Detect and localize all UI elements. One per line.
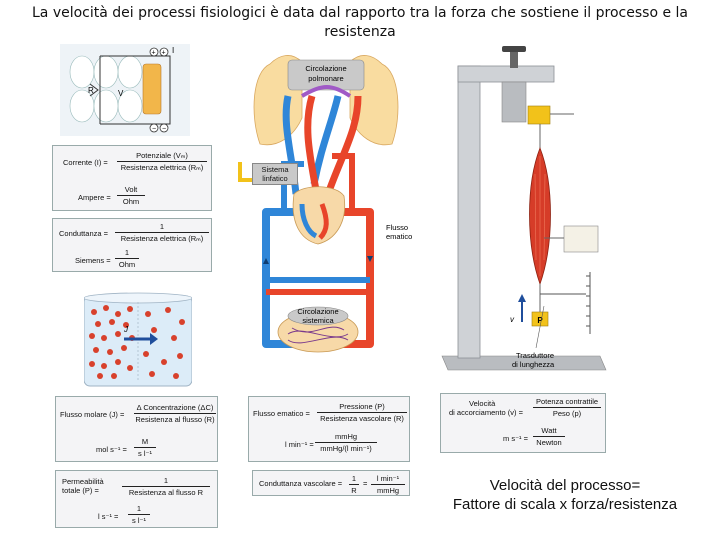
- vascular-conductance-eq-equals: =: [363, 479, 368, 488]
- current-formula-box: Corrente (I) = Potenziale (Vₘ) Resistenz…: [52, 145, 212, 211]
- molar-flux-eq-num: Δ Concentrazione (ΔC): [134, 403, 216, 414]
- conductance-eq-num: 1: [115, 222, 209, 233]
- vascular-conductance-eq-num-2: l min⁻¹: [371, 474, 405, 485]
- conductance-formula-box: Conduttanza = 1 Resistenza elettrica (Rₘ…: [52, 218, 212, 272]
- shortening-velocity-formula-box: Velocità di accorciamento (v) = Potenza …: [440, 393, 606, 453]
- pulmonary-label-2: polmonare: [308, 74, 343, 83]
- lmin-eq-fraction: mmHg mmHg/(l min⁻¹): [315, 432, 377, 453]
- current-eq-num: Potenziale (Vₘ): [117, 151, 207, 162]
- permeability-eq-lhs-1: Permeabilità: [62, 477, 104, 486]
- lmin-eq-lhs: l min⁻¹ =: [285, 440, 314, 449]
- ls-unit-eq-num: 1: [128, 504, 150, 515]
- blood-flow-formula-box: Flusso ematico = Pressione (P) Resistenz…: [248, 396, 410, 462]
- siemens-eq-den: Ohm: [118, 260, 136, 269]
- velocity-eq-lhs-2: di accorciamento (v) =: [449, 408, 523, 417]
- velocity-eq-fraction: Potenza contrattile Peso (p): [533, 397, 601, 418]
- summary-caption-line-2: Fattore di scala x forza/resistenza: [452, 496, 678, 513]
- vascular-conductance-formula-box: Conduttanza vascolare = 1 R = l min⁻¹ mm…: [252, 470, 410, 496]
- permeability-eq-lhs-2: totale (P) =: [62, 486, 99, 495]
- siemens-eq-num: 1: [115, 248, 139, 259]
- circuit-diagram: + + −− R V I: [60, 44, 190, 136]
- page-title: La velocità dei processi fisiologici è d…: [31, 5, 688, 40]
- flux-label: J: [123, 325, 129, 334]
- permeability-eq-den: Resistenza al flusso R: [128, 488, 204, 497]
- weight-label: P: [537, 316, 543, 325]
- mol-unit-eq-lhs: mol s⁻¹ =: [96, 445, 127, 454]
- systemic-label-1: Circolazione: [297, 307, 338, 316]
- resistor-label: R: [88, 86, 94, 95]
- molar-flux-eq-fraction: Δ Concentrazione (ΔC) Resistenza al flus…: [134, 403, 216, 424]
- muscle-apparatus: P v Trasduttore di lunghezza: [441, 46, 607, 371]
- blood-flow-label-1: Flusso: [386, 223, 408, 232]
- ms-unit-eq-lhs: m s⁻¹ =: [503, 434, 529, 443]
- velocity-eq-lhs-1: Velocità: [469, 399, 496, 408]
- ampere-eq-fraction: Volt Ohm: [117, 185, 145, 206]
- velocity-eq-num: Potenza contrattile: [533, 397, 601, 408]
- svg-text:+: +: [152, 50, 156, 57]
- lmin-eq-den: mmHg/(l min⁻¹): [320, 444, 372, 453]
- current-eq-lhs: Corrente (I) =: [63, 158, 108, 167]
- molar-flux-formula-box: Flusso molare (J) = Δ Concentrazione (ΔC…: [55, 396, 218, 462]
- conductance-eq-lhs: Conduttanza =: [59, 229, 108, 238]
- siemens-eq-fraction: 1 Ohm: [115, 248, 139, 269]
- blood-flow-eq-fraction: Pressione (P) Resistenza vascolare (R): [317, 402, 407, 423]
- transducer-label-1: Trasduttore: [516, 351, 554, 360]
- transducer-label-2: di lunghezza: [512, 360, 555, 369]
- mol-unit-eq-den: s l⁻¹: [138, 449, 152, 458]
- vascular-conductance-eq-fraction: 1 R: [349, 474, 359, 495]
- svg-text:−: −: [162, 126, 166, 133]
- vascular-conductance-eq-den: R: [351, 486, 357, 495]
- velocity-eq-den: Peso (p): [552, 409, 582, 418]
- conductance-eq-fraction: 1 Resistenza elettrica (Rₘ): [115, 222, 209, 243]
- ms-unit-eq-num: Watt: [533, 426, 565, 437]
- molar-flux-eq-den: Resistenza al flusso (R): [135, 415, 215, 424]
- pulmonary-label-1: Circolazione: [305, 64, 346, 73]
- svg-text:−: −: [152, 126, 156, 133]
- blood-flow-eq-lhs: Flusso ematico =: [253, 409, 310, 418]
- ls-unit-eq-fraction: 1 s l⁻¹: [128, 504, 150, 525]
- blood-flow-eq-den: Resistenza vascolare (R): [320, 414, 404, 423]
- ms-unit-eq-fraction: Watt Newton: [533, 426, 565, 447]
- permeability-formula-box: Permeabilità totale (P) = 1 Resistenza a…: [55, 470, 218, 528]
- ls-unit-eq-lhs: l s⁻¹ =: [98, 512, 119, 521]
- svg-text:+: +: [162, 50, 166, 57]
- circulation-diagram: Circolazione polmonare Circolazione sist…: [238, 55, 412, 353]
- ampere-eq-den: Ohm: [122, 197, 140, 206]
- permeability-eq-fraction: 1 Resistenza al flusso R: [122, 476, 210, 497]
- velocity-label: v: [510, 315, 515, 324]
- voltage-label: V: [118, 89, 124, 98]
- ms-unit-eq-den: Newton: [536, 438, 562, 447]
- systemic-label-2: sistemica: [302, 316, 334, 325]
- vascular-conductance-eq-lhs: Conduttanza vascolare =: [259, 479, 343, 488]
- current-label: I: [172, 46, 174, 55]
- current-eq-fraction: Potenziale (Vₘ) Resistenza elettrica (Rₘ…: [117, 151, 207, 172]
- conductance-eq-den: Resistenza elettrica (Rₘ): [120, 234, 204, 243]
- lymph-label-2: linfatico: [262, 174, 288, 183]
- mol-unit-eq-fraction: M s l⁻¹: [134, 437, 156, 458]
- summary-caption-line-1: Velocità del processo=: [489, 477, 641, 494]
- vascular-conductance-eq-num: 1: [349, 474, 359, 485]
- blood-flow-label-2: ematico: [386, 232, 412, 241]
- permeability-eq-num: 1: [122, 476, 210, 487]
- current-eq-den: Resistenza elettrica (Rₘ): [120, 163, 204, 172]
- ls-unit-eq-den: s l⁻¹: [132, 516, 146, 525]
- siemens-eq-lhs: Siemens =: [75, 256, 111, 265]
- ampere-eq-lhs: Ampere =: [78, 193, 111, 202]
- molar-flux-eq-lhs: Flusso molare (J) =: [60, 410, 125, 419]
- blood-flow-eq-num: Pressione (P): [317, 402, 407, 413]
- summary-caption: Velocità del processo= Fattore di scala …: [420, 476, 710, 514]
- lmin-eq-num: mmHg: [315, 432, 377, 443]
- vascular-conductance-eq-den-2: mmHg: [376, 486, 400, 495]
- vascular-conductance-eq-fraction-2: l min⁻¹ mmHg: [371, 474, 405, 495]
- lymph-label-1: Sistema: [261, 165, 289, 174]
- mol-unit-eq-num: M: [134, 437, 156, 448]
- diffusion-beaker: J: [84, 292, 192, 387]
- lymph-label: Sistema linfatico: [252, 163, 298, 185]
- ampere-eq-num: Volt: [117, 185, 145, 196]
